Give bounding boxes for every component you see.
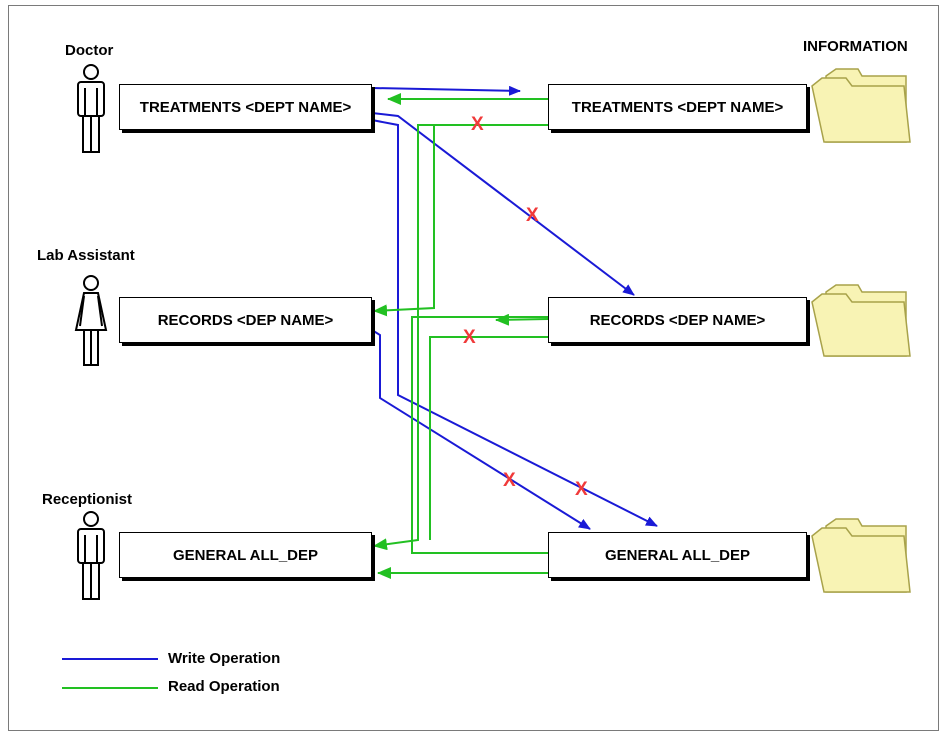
records-folder-icon [811,284,911,357]
user-treatments-box: TREATMENTS <DEPT NAME> [119,84,372,130]
write-treatments-to-treatments [371,85,521,96]
general-folder-icon [811,518,911,593]
read-records-to-general [429,336,548,540]
legend-write-label: Write Operation [168,650,281,667]
read-records-to-records [495,313,549,326]
receptionist-label: Receptionist [42,491,133,508]
info-general-box: GENERAL ALL_DEP [548,532,807,578]
user-general-box: GENERAL ALL_DEP [119,532,372,578]
deny-mark: X [575,479,588,500]
deny-mark: X [463,327,476,348]
lab-assistant-figure-icon [74,275,108,366]
write-treatments-to-records [371,112,635,296]
information-heading: INFORMATION [803,38,908,55]
doctor-figure-icon [77,64,105,153]
read-treatments-to-records [373,124,548,317]
deny-mark: X [526,205,539,226]
deny-mark: X [471,114,484,135]
read-treatments-to-general [373,124,434,551]
legend-read-label: Read Operation [168,678,280,695]
info-treatments-box: TREATMENTS <DEPT NAME> [548,84,807,130]
lab-assistant-label: Lab Assistant [37,247,135,264]
write-records-to-general [371,329,591,530]
doctor-label: Doctor [65,42,114,59]
user-records-box: RECORDS <DEP NAME> [119,297,372,343]
read-records-bus [411,316,548,554]
deny-mark: X [503,470,516,491]
treatments-folder-icon [811,68,911,143]
write-treatments-to-general [371,119,658,527]
info-records-box: RECORDS <DEP NAME> [548,297,807,343]
diagram-frame [8,5,939,731]
receptionist-figure-icon [77,511,105,600]
